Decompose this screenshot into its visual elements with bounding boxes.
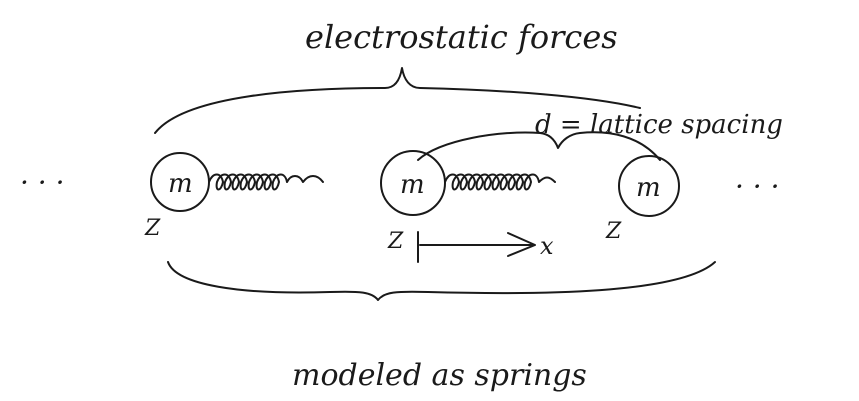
arrow-head-icon xyxy=(507,232,536,257)
lattice-spacing-label: d = lattice spacing xyxy=(535,110,783,140)
charge-middle-label: Z xyxy=(387,229,404,254)
charge-left-label: Z xyxy=(144,216,161,241)
charge-right-label: Z xyxy=(605,219,622,244)
mass-left: m xyxy=(150,152,210,212)
mass-right: m xyxy=(618,155,680,217)
lattice-spacing-arc xyxy=(417,131,661,161)
mass-left-label: m xyxy=(168,169,193,199)
spring-right xyxy=(444,173,556,191)
displacement-label: x xyxy=(540,232,554,260)
mass-right-circle xyxy=(618,155,680,217)
mass-right-label: m xyxy=(636,173,661,203)
spring-left xyxy=(208,173,324,191)
left-ellipsis: · · · xyxy=(20,166,65,199)
right-ellipsis: · · · xyxy=(735,170,780,203)
mass-middle: m xyxy=(380,150,446,216)
top-brace xyxy=(154,67,641,134)
bottom-title: modeled as springs xyxy=(292,358,587,393)
displacement-arrow xyxy=(417,231,536,263)
bottom-brace xyxy=(167,261,716,301)
top-title: electrostatic forces xyxy=(305,18,618,56)
mass-middle-label: m xyxy=(400,170,425,200)
